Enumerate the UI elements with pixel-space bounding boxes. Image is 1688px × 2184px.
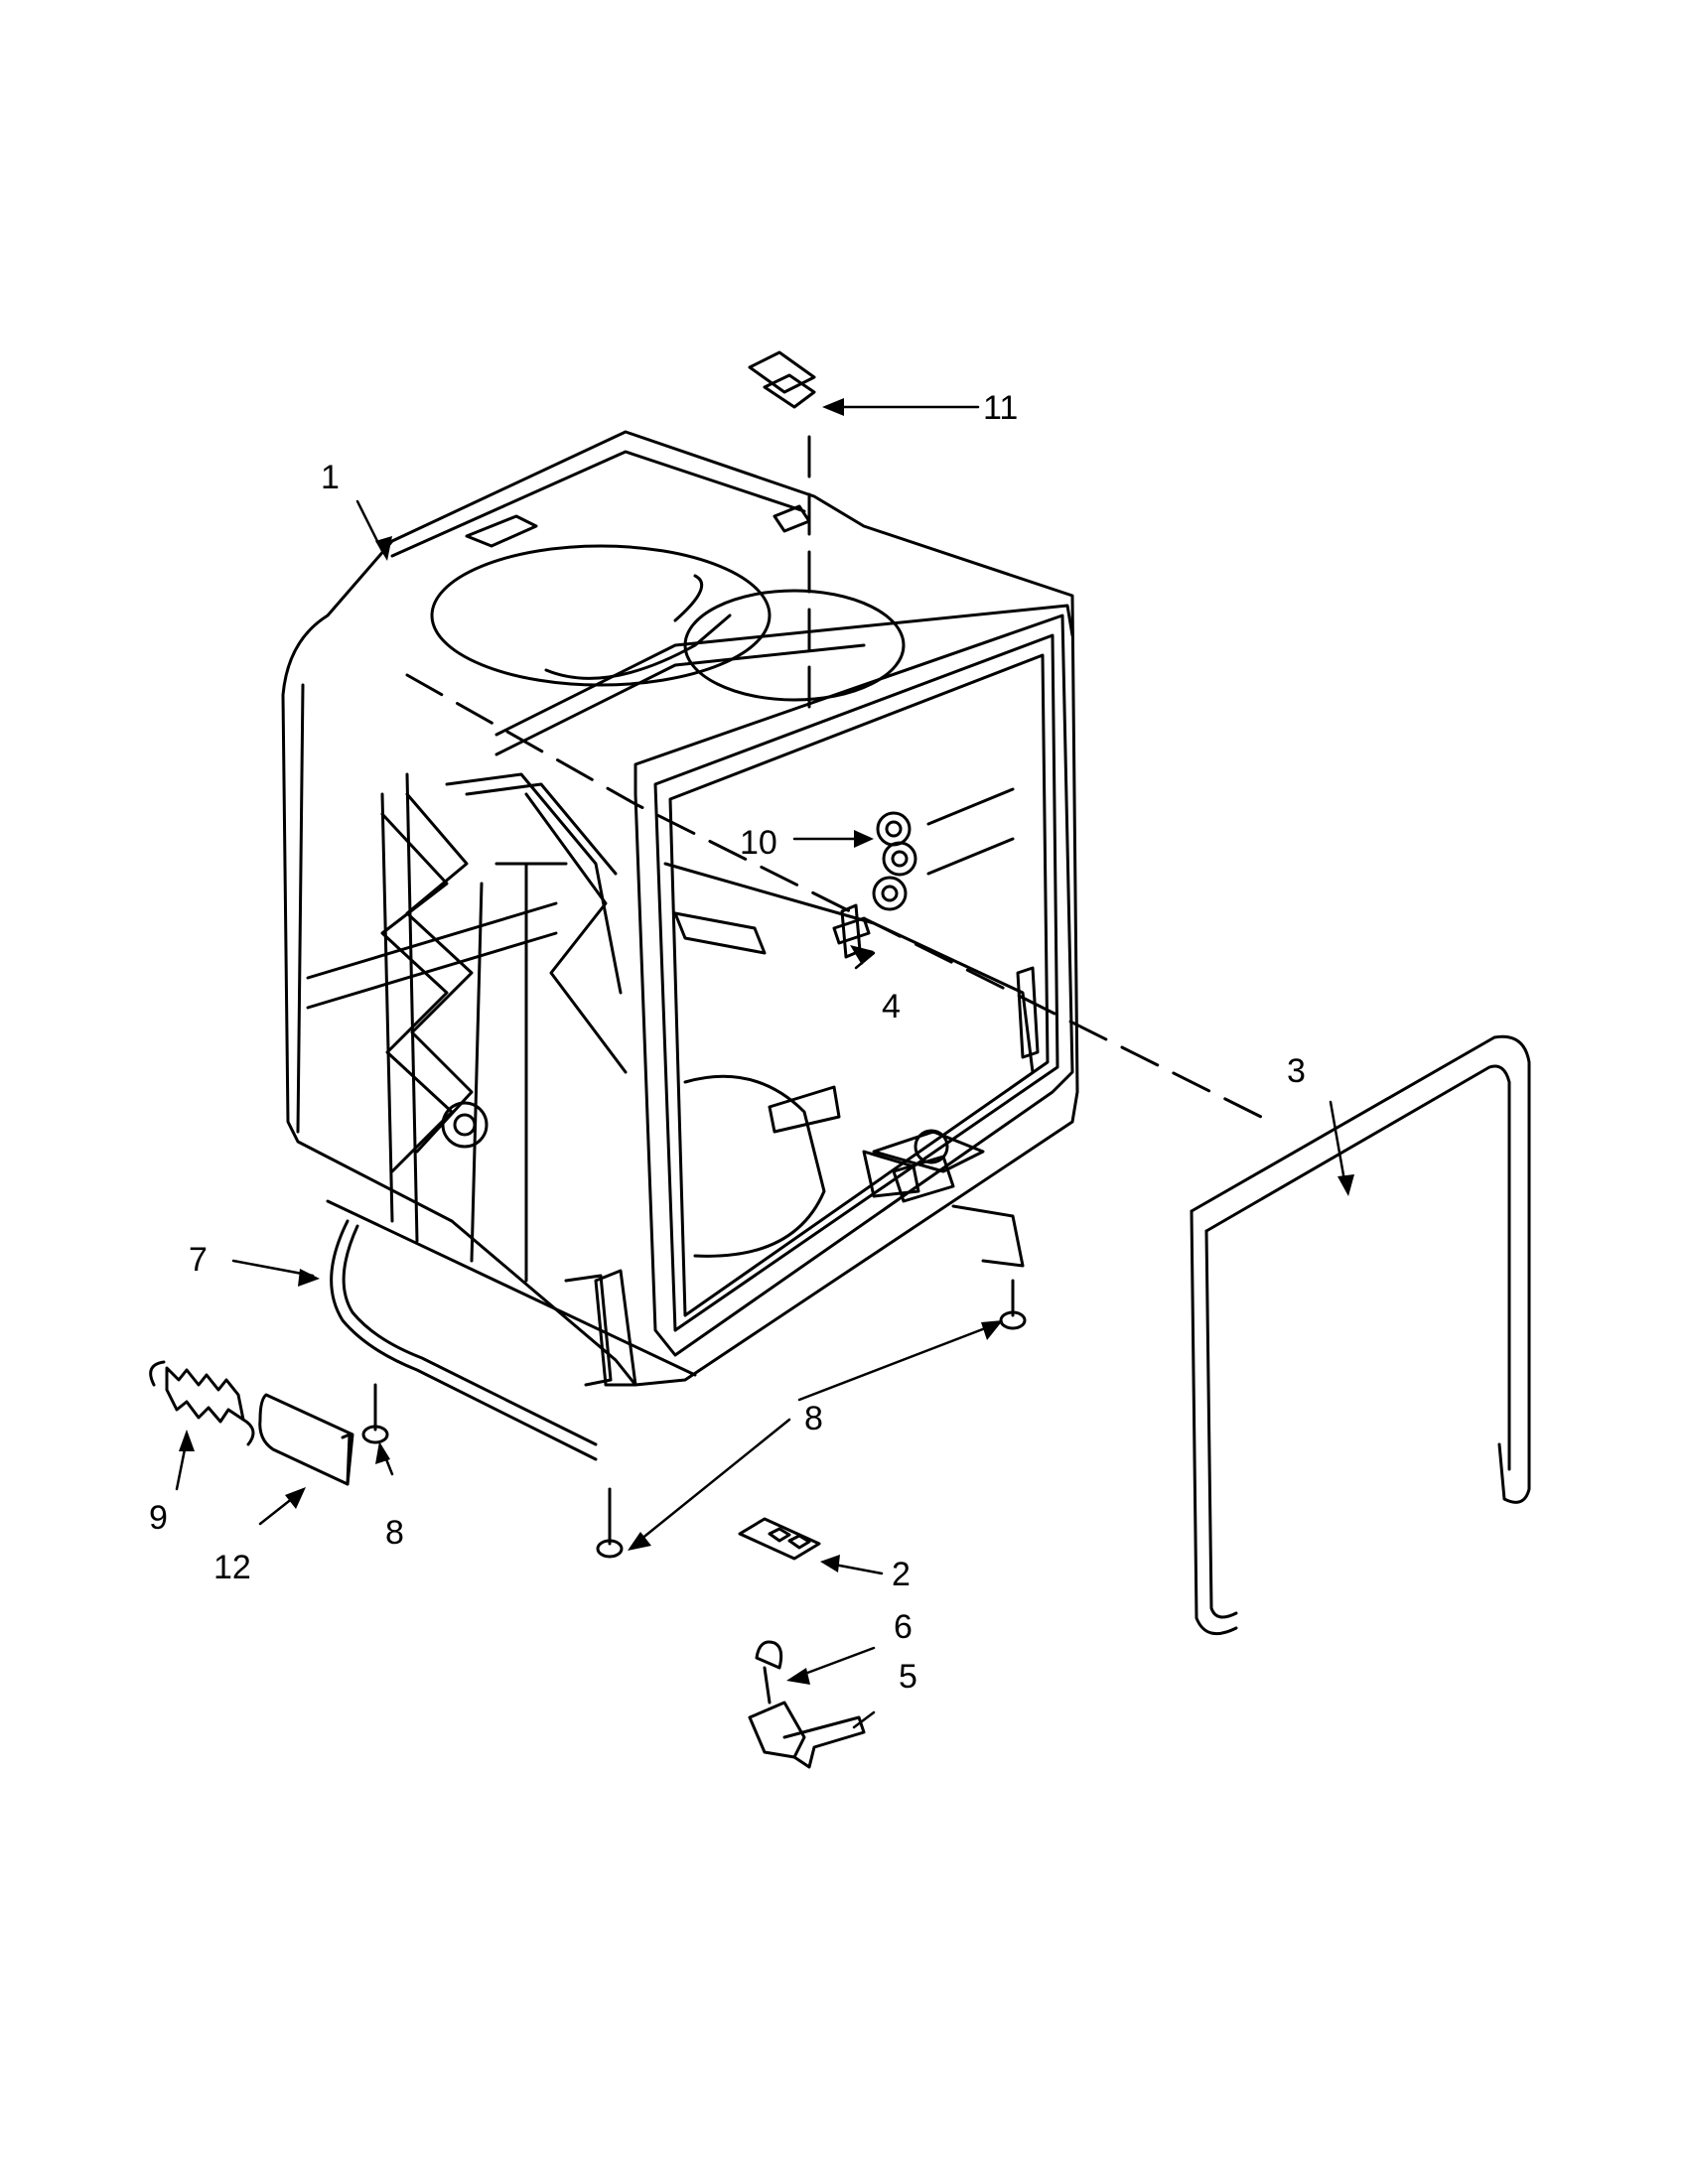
hinge-clip-part: [755, 1640, 783, 1705]
spring-part: [149, 1360, 255, 1446]
callout-5: 5: [899, 1658, 917, 1696]
callout-9: 9: [149, 1499, 168, 1537]
cable-part: [330, 1219, 598, 1461]
arrowheads: [179, 398, 1354, 1685]
callout-4: 4: [882, 988, 901, 1025]
callout-2: 2: [892, 1556, 911, 1593]
hinge-bracket-part: [748, 1701, 866, 1769]
callout-labels: 1 2 3 4 5 6 7 8 8 9 10 11 12: [149, 389, 1306, 1696]
callout-8b: 8: [385, 1514, 404, 1552]
callout-11: 11: [983, 389, 1018, 427]
callout-1: 1: [321, 459, 340, 496]
tub-assembly: [281, 430, 1273, 1387]
callout-7: 7: [189, 1241, 208, 1279]
callout-12: 12: [213, 1549, 251, 1586]
pad-part: [738, 1517, 821, 1561]
callout-6: 6: [894, 1608, 913, 1646]
callout-3: 3: [1287, 1052, 1306, 1090]
strike-part: [748, 350, 816, 409]
callout-10: 10: [740, 824, 777, 862]
door-gasket-part: [1190, 1034, 1531, 1636]
cap-part: [258, 1393, 354, 1486]
callout-8a: 8: [804, 1400, 823, 1437]
clip-part: [872, 787, 1015, 911]
leveling-legs: [361, 1279, 1027, 1559]
leader-lines: [175, 405, 1347, 1729]
